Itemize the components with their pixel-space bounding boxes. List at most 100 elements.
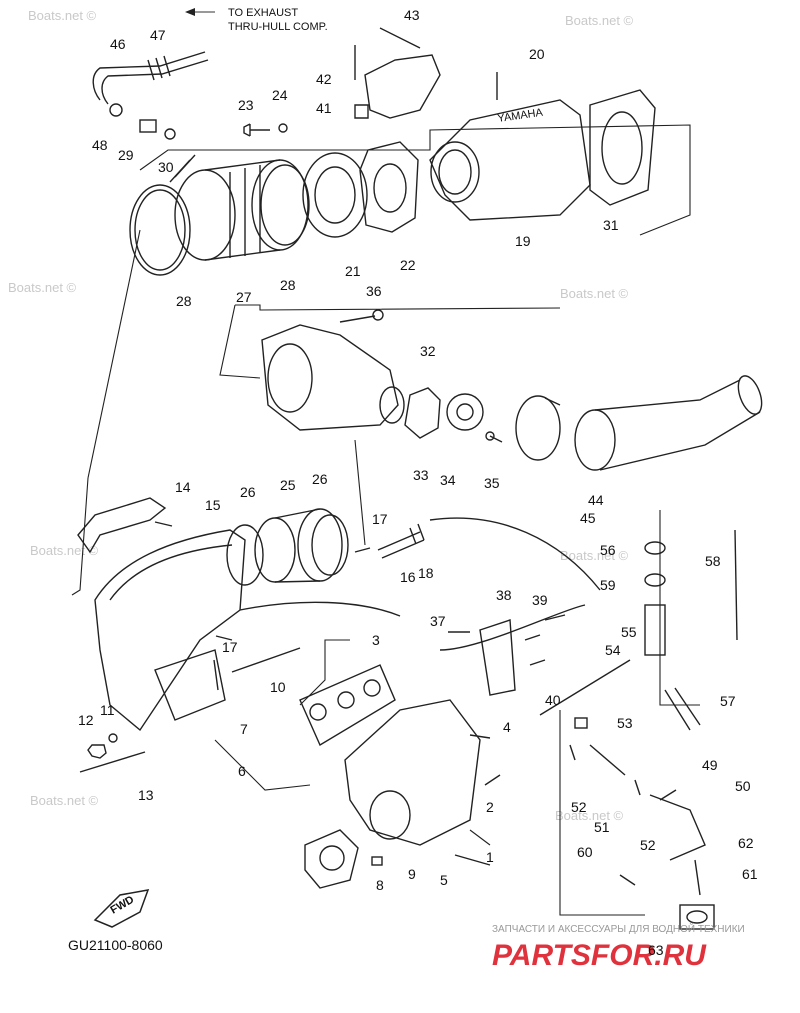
brand-stamp: YAMAHA <box>497 107 545 125</box>
part-callout-25: 25 <box>280 477 296 493</box>
part-callout-52: 52 <box>640 837 656 853</box>
part-3-gasket <box>299 664 396 747</box>
part-53-clip <box>574 717 588 729</box>
part-1-manifold <box>344 699 481 846</box>
part-8-gasket <box>304 829 359 889</box>
part-callout-50: 50 <box>735 778 751 794</box>
part-callout-22: 22 <box>400 257 416 273</box>
part-callout-58: 58 <box>705 553 721 569</box>
part-63-clamp <box>686 910 708 924</box>
part-callout-18: 18 <box>418 565 434 581</box>
part-28-clamp-2 <box>260 164 310 246</box>
part-callout-59: 59 <box>600 577 616 593</box>
part-17-clip-2 <box>215 635 233 641</box>
part-31-gasket-hole <box>601 111 643 185</box>
watermark: Boats.net © <box>555 808 624 823</box>
part-callout-51: 51 <box>594 819 610 835</box>
part-34-gasket <box>404 387 441 439</box>
part-45-clamp <box>515 395 561 461</box>
watermark: Boats.net © <box>28 8 97 23</box>
part-25-joint-body <box>274 508 321 583</box>
fwd-label: FWD <box>109 894 137 917</box>
part-18-hose <box>409 523 425 545</box>
part-17-clip <box>354 547 371 553</box>
part-callout-14: 14 <box>175 479 191 495</box>
part-25-joint <box>254 517 296 583</box>
part-callout-13: 13 <box>138 787 154 803</box>
part-2-bolt <box>484 774 501 786</box>
part-callout-3: 3 <box>372 632 380 648</box>
part-21-flange <box>302 152 368 238</box>
part-callout-20: 20 <box>529 46 545 62</box>
part-callout-38: 38 <box>496 587 512 603</box>
part-callout-6: 6 <box>238 763 246 779</box>
part-21-flange-bore <box>314 166 356 224</box>
part-callout-49: 49 <box>702 757 718 773</box>
part-callout-12: 12 <box>78 712 94 728</box>
part-callout-2: 2 <box>486 799 494 815</box>
watermark: Boats.net © <box>8 280 77 295</box>
exhaust-note-line1: TO EXHAUST <box>228 7 298 19</box>
part-callout-1: 1 <box>486 849 494 865</box>
lower-frame-right <box>354 439 366 546</box>
part-52-clip <box>569 744 576 761</box>
part-3-gasket-port-b <box>337 691 355 709</box>
part-callout-63: 63 <box>648 942 664 958</box>
part-5-bolt <box>454 854 491 866</box>
part-41-damper <box>354 104 369 119</box>
part-callout-30: 30 <box>158 159 174 175</box>
part-55-housing <box>644 604 666 656</box>
part-callout-36: 36 <box>366 283 382 299</box>
part-47-clamp <box>147 55 171 81</box>
part-callout-29: 29 <box>118 147 134 163</box>
exhaust-note-line2: THRU-HULL COMP. <box>228 21 328 33</box>
part-31-gasket <box>589 89 656 206</box>
part-callout-45: 45 <box>580 510 596 526</box>
part-6-exhaust-manifold <box>94 529 246 732</box>
part-56-fitting <box>644 541 666 555</box>
part-62-bolt <box>694 859 701 896</box>
part-callout-7: 7 <box>240 721 248 737</box>
part-callout-54: 54 <box>605 642 621 658</box>
part-12-nut <box>87 744 107 759</box>
part-8-gasket-hole <box>319 845 345 871</box>
part-3-gasket-port-c <box>363 679 381 697</box>
part-16-fitting <box>377 531 425 559</box>
part-callout-9: 9 <box>408 866 416 882</box>
part-callout-48: 48 <box>92 137 108 153</box>
part-27-joint-body <box>204 159 281 261</box>
part-15-bolt <box>154 521 173 527</box>
top-group-frame <box>139 124 691 236</box>
part-callout-52: 52 <box>571 799 587 815</box>
part-49-clamp <box>659 789 677 801</box>
part-40-joint <box>524 614 566 641</box>
part-50-hose <box>649 794 706 861</box>
part-58-bolt <box>734 529 738 641</box>
part-callout-28: 28 <box>280 277 296 293</box>
part-27-ribs <box>229 165 261 258</box>
part-36-bolt-head <box>372 309 384 321</box>
part-33-plate <box>446 393 484 431</box>
hose-line-2 <box>429 517 601 591</box>
part-57-hose <box>664 687 701 731</box>
part-callout-15: 15 <box>205 497 221 513</box>
part-36-bolt <box>339 315 376 323</box>
part-callout-26: 26 <box>240 484 256 500</box>
part-28-clamp <box>129 184 191 276</box>
part-callout-17: 17 <box>372 511 388 527</box>
part-35-screw-head <box>485 431 495 441</box>
part-33-plate-center <box>456 403 474 421</box>
footer-tagline: ЗАПЧАСТИ И АКСЕССУАРЫ ДЛЯ ВОДНОЙ ТЕХНИКИ <box>492 922 745 935</box>
part-callout-32: 32 <box>420 343 436 359</box>
part-callout-61: 61 <box>742 866 758 882</box>
part-callout-41: 41 <box>316 100 332 116</box>
lower-frame-left <box>71 477 89 596</box>
part-callout-27: 27 <box>236 289 252 305</box>
part-32-chamber-outlet <box>379 386 405 424</box>
part-callout-43: 43 <box>404 7 420 23</box>
part-22-gasket-hole <box>373 163 407 213</box>
part-54-pipe <box>539 659 631 716</box>
part-4-bolt <box>469 734 491 739</box>
